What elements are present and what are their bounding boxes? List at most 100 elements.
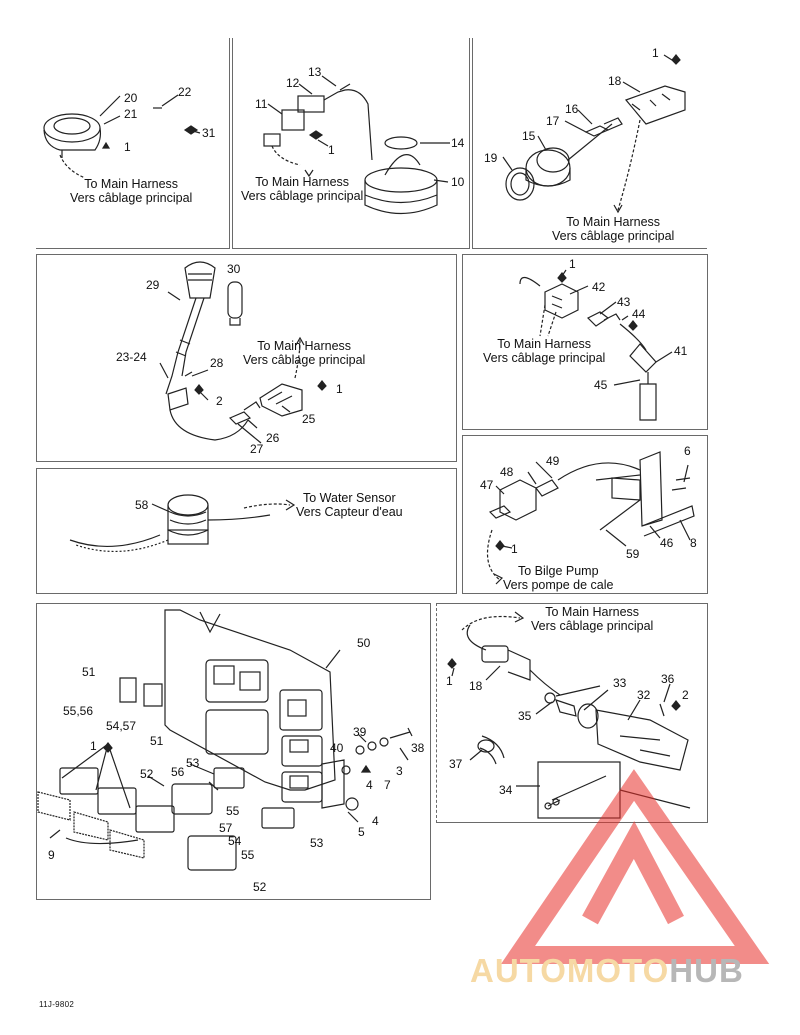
callout-52: 52 — [253, 880, 267, 894]
callout-4: 4 — [372, 814, 379, 828]
callout-55: 55 — [241, 848, 255, 862]
callout-35: 35 — [518, 709, 532, 723]
nut-icon — [495, 540, 505, 551]
callout-7: 7 — [384, 778, 391, 792]
callout-52: 52 — [140, 767, 154, 781]
callout-13: 13 — [308, 65, 322, 79]
callout-43: 43 — [617, 295, 631, 309]
instrument-connector-icon — [505, 85, 686, 214]
watermark-text-b: HUB — [669, 952, 744, 989]
callout-51: 51 — [150, 734, 164, 748]
nut-icon — [557, 272, 567, 283]
callout-17: 17 — [546, 114, 560, 128]
callout-25: 25 — [302, 412, 316, 426]
callout-54: 54 — [228, 834, 242, 848]
callout-4: 4 — [366, 778, 373, 792]
callout-1: 1 — [124, 140, 131, 154]
horn-switch-icon — [519, 276, 657, 421]
callout-1: 1 — [328, 143, 335, 157]
nut-icon — [194, 384, 204, 395]
gauge-light-icon — [43, 113, 102, 179]
callout-1: 1 — [569, 257, 576, 271]
watermark-text: AUTOMOTOHUB — [470, 952, 744, 990]
callout-45: 45 — [594, 378, 608, 392]
nut-icon — [628, 320, 638, 331]
callout-55-56: 55,56 — [63, 704, 94, 718]
panel-instrument — [472, 38, 707, 249]
callout-32: 32 — [637, 688, 651, 702]
nut-icon — [183, 125, 199, 135]
callout-29: 29 — [146, 278, 160, 292]
watermark-text-a: AUTOMOTO — [470, 952, 670, 989]
callout-19: 19 — [484, 151, 498, 165]
callout-40: 40 — [330, 741, 344, 755]
callout-46: 46 — [660, 536, 674, 550]
callout-12: 12 — [286, 76, 300, 90]
callout-57: 57 — [219, 821, 233, 835]
dest-main-harness-p3: To Main Harness Vers câblage principal — [552, 215, 675, 243]
nut-icon — [447, 658, 457, 669]
screw-icon — [659, 703, 665, 717]
navigation-light-icon — [165, 261, 305, 441]
callout-34: 34 — [499, 783, 513, 797]
harness-connector-icon — [37, 677, 295, 871]
nut-icon — [308, 130, 324, 140]
callout-18: 18 — [469, 679, 483, 693]
callout-31: 31 — [202, 126, 216, 140]
callout-28: 28 — [210, 356, 224, 370]
callout-3: 3 — [396, 764, 403, 778]
callout-18: 18 — [608, 74, 622, 88]
callout-55: 55 — [226, 804, 240, 818]
callout-10: 10 — [451, 175, 465, 189]
hardware-stack-icon — [321, 727, 413, 823]
callout-47: 47 — [480, 478, 494, 492]
fuel-sender-icon — [263, 83, 438, 214]
callout-33: 33 — [613, 676, 627, 690]
callout-1: 1 — [511, 542, 518, 556]
callout-37: 37 — [449, 757, 463, 771]
document-reference: 11J-9802 — [39, 1000, 75, 1009]
callout-56: 56 — [171, 765, 185, 779]
callout-23-24: 23-24 — [116, 350, 147, 364]
callout-20: 20 — [124, 91, 138, 105]
callout-36: 36 — [661, 672, 675, 686]
callout-58: 58 — [135, 498, 149, 512]
panel-ecu-module — [36, 603, 431, 900]
callout-26: 26 — [266, 431, 280, 445]
watermark-logo — [500, 769, 770, 964]
callout-53: 53 — [310, 836, 324, 850]
dest-bilge-pump: To Bilge Pump Vers pompe de cale — [503, 564, 614, 592]
dest-main-harness-p9: To Main Harness Vers câblage principal — [531, 605, 654, 633]
panel-horn-switch — [462, 254, 708, 430]
callout-1: 1 — [90, 739, 97, 753]
dest-main-harness-p1: To Main Harness Vers câblage principal — [70, 177, 193, 205]
panel-gauge-light — [36, 38, 230, 249]
callout-38: 38 — [411, 741, 425, 755]
dest-main-harness-p2: To Main Harness Vers câblage principal — [241, 175, 364, 203]
dest-water-sensor: To Water Sensor Vers Capteur d'eau — [296, 491, 403, 519]
callout-1: 1 — [446, 674, 453, 688]
ecu-module-icon — [164, 609, 336, 803]
callout-2: 2 — [682, 688, 689, 702]
callout-42: 42 — [592, 280, 606, 294]
callout-15: 15 — [522, 129, 536, 143]
bilge-switch-icon — [486, 451, 695, 585]
callout-53: 53 — [186, 756, 200, 770]
callout-9: 9 — [48, 848, 55, 862]
callout-50: 50 — [357, 636, 371, 650]
nut-icon — [101, 141, 111, 149]
callout-11: 11 — [255, 97, 268, 111]
callout-48: 48 — [500, 465, 514, 479]
callout-6: 6 — [684, 444, 691, 458]
callout-8: 8 — [690, 536, 697, 550]
callout-39: 39 — [353, 725, 367, 739]
callout-1: 1 — [652, 46, 659, 60]
screw-icon — [184, 371, 193, 377]
panel-water-sensor — [36, 468, 457, 594]
callout-49: 49 — [546, 454, 560, 468]
nut-icon — [317, 380, 327, 391]
callout-59: 59 — [626, 547, 640, 561]
callout-51: 51 — [82, 665, 96, 679]
nut-icon — [671, 700, 681, 711]
callout-16: 16 — [565, 102, 579, 116]
